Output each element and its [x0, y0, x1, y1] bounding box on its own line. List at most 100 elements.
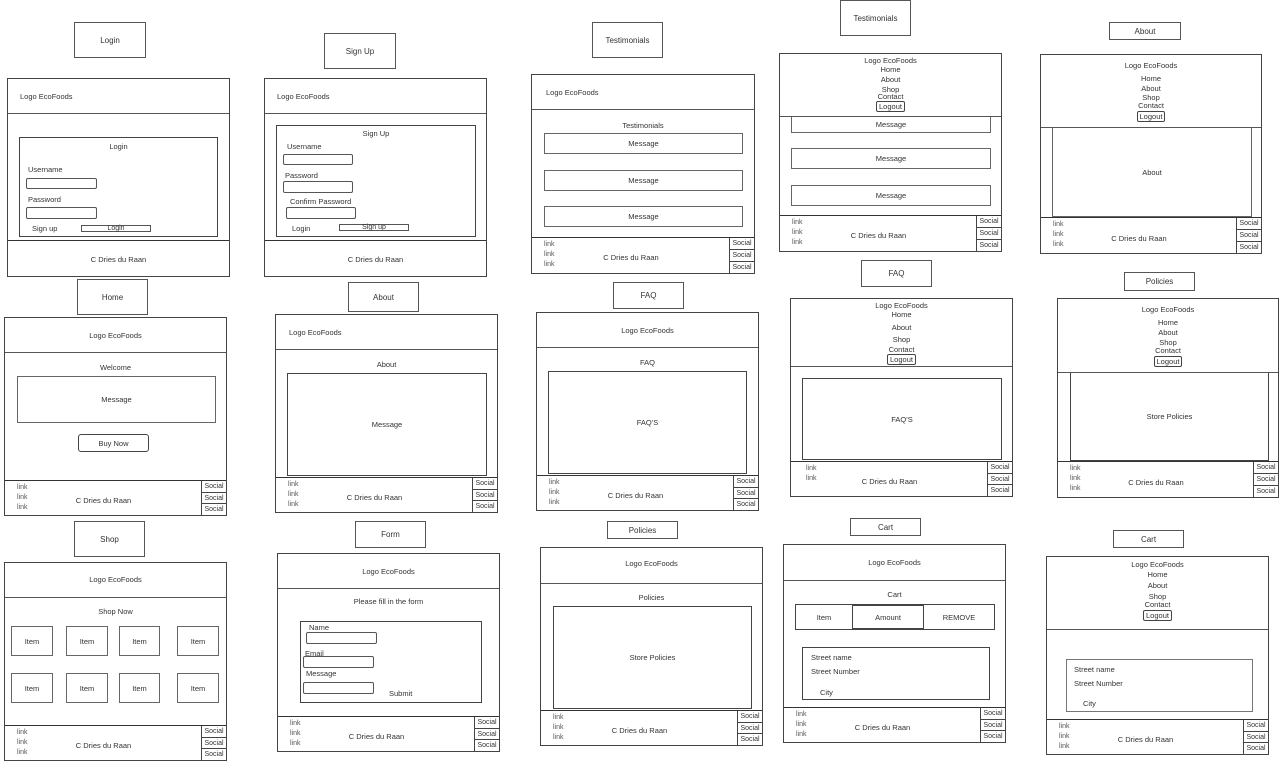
login-button[interactable]: Login: [81, 225, 151, 232]
footer-link[interactable]: link: [1070, 465, 1081, 472]
social-link[interactable]: Social: [1256, 488, 1276, 495]
confirm-password-input[interactable]: [286, 207, 356, 219]
social-link[interactable]: Social: [738, 711, 762, 723]
social-link[interactable]: Social: [473, 478, 497, 490]
footer-link[interactable]: link: [290, 720, 301, 727]
footer-link[interactable]: link: [806, 465, 817, 472]
nav-about[interactable]: About: [1158, 328, 1178, 337]
shop-item[interactable]: Item: [119, 626, 160, 656]
footer-link[interactable]: link: [288, 491, 299, 498]
footer-link[interactable]: link: [796, 731, 807, 738]
nav-about[interactable]: About: [880, 75, 901, 84]
footer-link[interactable]: link: [553, 714, 564, 721]
social-link[interactable]: Social: [1237, 230, 1261, 242]
footer-link[interactable]: link: [544, 261, 555, 268]
footer-link[interactable]: link: [17, 729, 28, 736]
footer-link[interactable]: link: [288, 481, 299, 488]
social-link[interactable]: Social: [977, 216, 1001, 228]
shop-item[interactable]: Item: [177, 626, 219, 656]
nav-home[interactable]: Home: [891, 310, 912, 319]
footer-link[interactable]: link: [1059, 723, 1070, 730]
social-link[interactable]: Social: [477, 742, 497, 750]
shop-item[interactable]: Item: [119, 673, 160, 703]
nav-home[interactable]: Home: [1157, 318, 1178, 327]
footer-link[interactable]: link: [1070, 485, 1081, 492]
nav-home[interactable]: Home: [880, 65, 901, 74]
login-link[interactable]: Login: [292, 224, 311, 233]
social-link[interactable]: Social: [738, 723, 762, 735]
social-link[interactable]: Social: [981, 720, 1005, 732]
social-link[interactable]: Social: [734, 476, 758, 488]
footer-link[interactable]: link: [792, 239, 803, 246]
shop-item[interactable]: Item: [177, 673, 219, 703]
footer-link[interactable]: link: [553, 734, 564, 741]
username-input[interactable]: [283, 154, 353, 165]
social-link[interactable]: Social: [988, 474, 1012, 486]
message-input[interactable]: [303, 682, 374, 694]
footer-link[interactable]: link: [1053, 221, 1064, 228]
footer-link[interactable]: link: [544, 241, 555, 248]
footer-link[interactable]: link: [288, 501, 299, 508]
footer-link[interactable]: link: [290, 730, 301, 737]
footer-link[interactable]: link: [1070, 475, 1081, 482]
nav-shop[interactable]: Shop: [1142, 93, 1160, 102]
nav-shop[interactable]: Shop: [892, 335, 911, 344]
nav-shop[interactable]: Shop: [1148, 592, 1167, 601]
footer-link[interactable]: link: [1053, 241, 1064, 248]
social-link[interactable]: Social: [736, 501, 756, 509]
footer-link[interactable]: link: [290, 740, 301, 747]
social-link[interactable]: Social: [204, 506, 224, 514]
social-link[interactable]: Social: [1246, 745, 1266, 753]
social-link[interactable]: Social: [202, 493, 226, 505]
social-link[interactable]: Social: [202, 726, 226, 738]
signup-link[interactable]: Sign up: [32, 224, 58, 233]
shop-item[interactable]: Item: [11, 673, 53, 703]
social-link[interactable]: Social: [202, 481, 226, 493]
footer-link[interactable]: link: [796, 721, 807, 728]
social-link[interactable]: Social: [1237, 218, 1261, 230]
nav-home[interactable]: Home: [1147, 570, 1168, 579]
logout-button[interactable]: Logout: [1143, 610, 1172, 621]
social-link[interactable]: Social: [1254, 474, 1278, 486]
social-link[interactable]: Social: [734, 488, 758, 500]
social-link[interactable]: Social: [730, 250, 754, 262]
logout-button[interactable]: Logout: [1153, 356, 1183, 367]
social-link[interactable]: Social: [981, 708, 1005, 720]
footer-link[interactable]: link: [549, 499, 560, 506]
social-link[interactable]: Social: [732, 264, 752, 271]
social-link[interactable]: Social: [979, 242, 999, 249]
buy-now-button[interactable]: Buy Now: [78, 434, 149, 452]
social-link[interactable]: Social: [1254, 462, 1278, 474]
social-link[interactable]: Social: [740, 736, 760, 744]
amount-field[interactable]: Amount: [852, 605, 924, 629]
footer-link[interactable]: link: [1053, 231, 1064, 238]
nav-contact[interactable]: Contact: [1155, 346, 1181, 355]
social-link[interactable]: Social: [1244, 732, 1268, 744]
logout-button[interactable]: Logout: [876, 101, 905, 112]
shop-item[interactable]: Item: [66, 626, 108, 656]
social-link[interactable]: Social: [1244, 720, 1268, 732]
social-link[interactable]: Social: [475, 503, 495, 511]
social-link[interactable]: Social: [475, 729, 499, 741]
footer-link[interactable]: link: [553, 724, 564, 731]
social-link[interactable]: Social: [977, 228, 1001, 240]
footer-link[interactable]: link: [17, 484, 28, 491]
social-link[interactable]: Social: [202, 738, 226, 750]
nav-about[interactable]: About: [891, 323, 912, 332]
nav-about[interactable]: About: [1147, 581, 1168, 590]
email-input[interactable]: [303, 656, 374, 668]
social-link[interactable]: Social: [473, 490, 497, 502]
social-link[interactable]: Social: [475, 717, 499, 729]
nav-shop[interactable]: Shop: [1159, 338, 1177, 347]
nav-about[interactable]: About: [1141, 84, 1161, 93]
nav-contact[interactable]: Contact: [1144, 600, 1171, 609]
username-input[interactable]: [26, 178, 97, 189]
social-link[interactable]: Social: [730, 238, 754, 250]
nav-home[interactable]: Home: [1140, 74, 1161, 83]
footer-link[interactable]: link: [17, 739, 28, 746]
footer-link[interactable]: link: [796, 711, 807, 718]
nav-shop[interactable]: Shop: [881, 85, 900, 94]
logout-button[interactable]: Logout: [1136, 111, 1166, 122]
shop-item[interactable]: Item: [11, 626, 53, 656]
nav-contact[interactable]: Contact: [888, 345, 915, 354]
